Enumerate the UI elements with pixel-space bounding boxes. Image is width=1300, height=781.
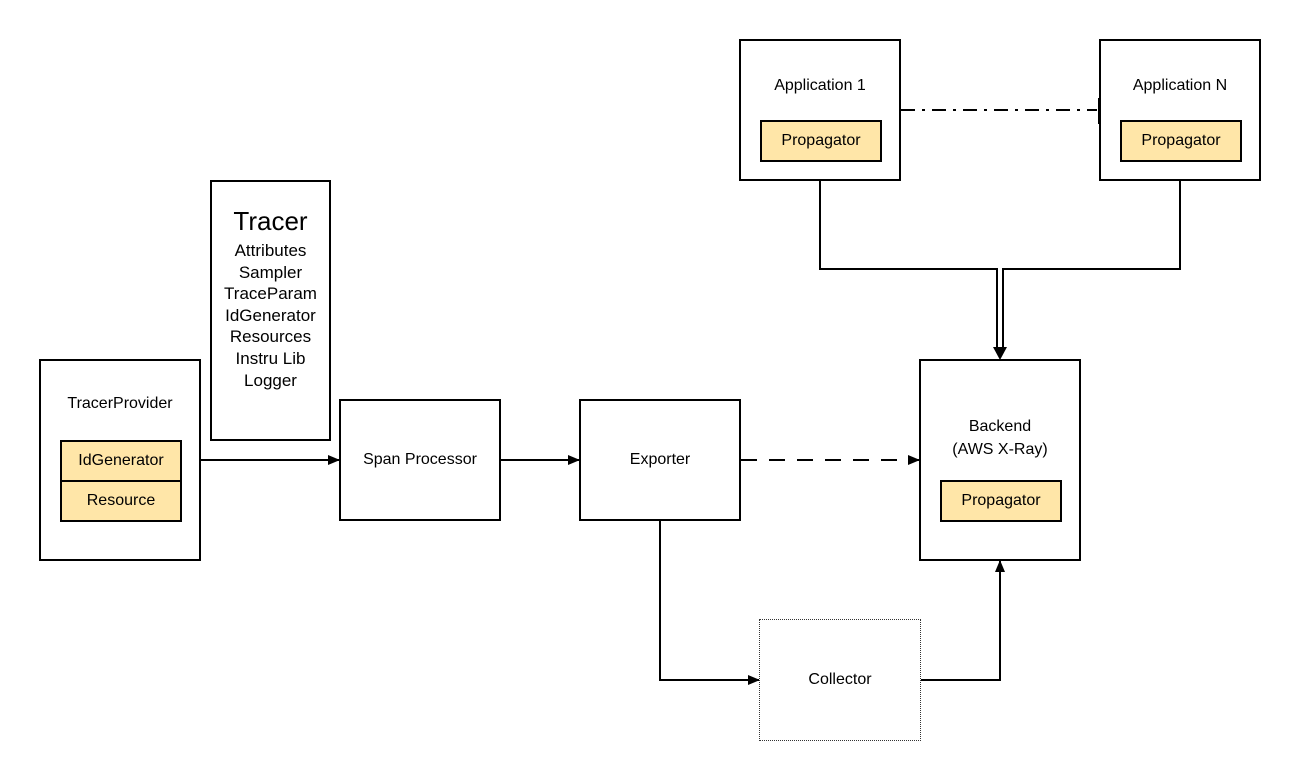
tracer-provider-resource-chip: Resource — [60, 480, 182, 522]
tracer-item-logger: Logger — [244, 370, 297, 390]
backend-title-line2: (AWS X-Ray) — [952, 441, 1048, 458]
application-n-propagator-chip: Propagator — [1120, 120, 1242, 162]
tracer-item-resources: Resources — [229, 327, 312, 347]
arrow-collector-to-backend — [921, 560, 1005, 681]
span-processor-label: Span Processor — [363, 451, 477, 468]
application-n-box: Application N Propagator — [1099, 39, 1261, 181]
application-n-title: Application N — [1132, 77, 1228, 94]
arrowhead-apps-to-backend — [993, 347, 1007, 360]
collector-label: Collector — [808, 671, 872, 688]
tracer-title: Tracer — [233, 206, 308, 236]
wire-appn-to-backend — [1002, 181, 1181, 350]
backend-propagator-chip: Propagator — [940, 480, 1062, 522]
tracer-box: Tracer Attributes Sampler TraceParam IdG… — [210, 180, 331, 441]
backend-box: Backend (AWS X-Ray) Propagator — [919, 359, 1081, 561]
exporter-box: Exporter — [579, 399, 741, 521]
exporter-label: Exporter — [629, 451, 691, 468]
tracer-attribute-list: Attributes Sampler TraceParam IdGenerato… — [212, 240, 329, 391]
application-1-title: Application 1 — [774, 77, 866, 94]
tracer-provider-box: TracerProvider IdGenerator Resource — [39, 359, 201, 561]
wire-app1-to-backend — [819, 181, 998, 350]
application-1-propagator-chip: Propagator — [760, 120, 882, 162]
tracer-provider-title: TracerProvider — [67, 395, 173, 412]
span-processor-box: Span Processor — [339, 399, 501, 521]
tracer-item-instru-lib: Instru Lib — [235, 348, 306, 368]
application-1-box: Application 1 Propagator — [739, 39, 901, 181]
collector-box: Collector — [759, 619, 921, 741]
tracer-item-idgenerator: IdGenerator — [225, 305, 316, 325]
arrow-exporter-to-collector — [659, 521, 760, 685]
tracer-item-attributes: Attributes — [234, 241, 307, 260]
backend-title-line1: Backend — [968, 418, 1032, 435]
tracer-item-traceparam: TraceParam — [224, 284, 317, 304]
tracer-provider-idgenerator-chip: IdGenerator — [60, 440, 182, 482]
tracer-item-sampler: Sampler — [238, 262, 303, 282]
